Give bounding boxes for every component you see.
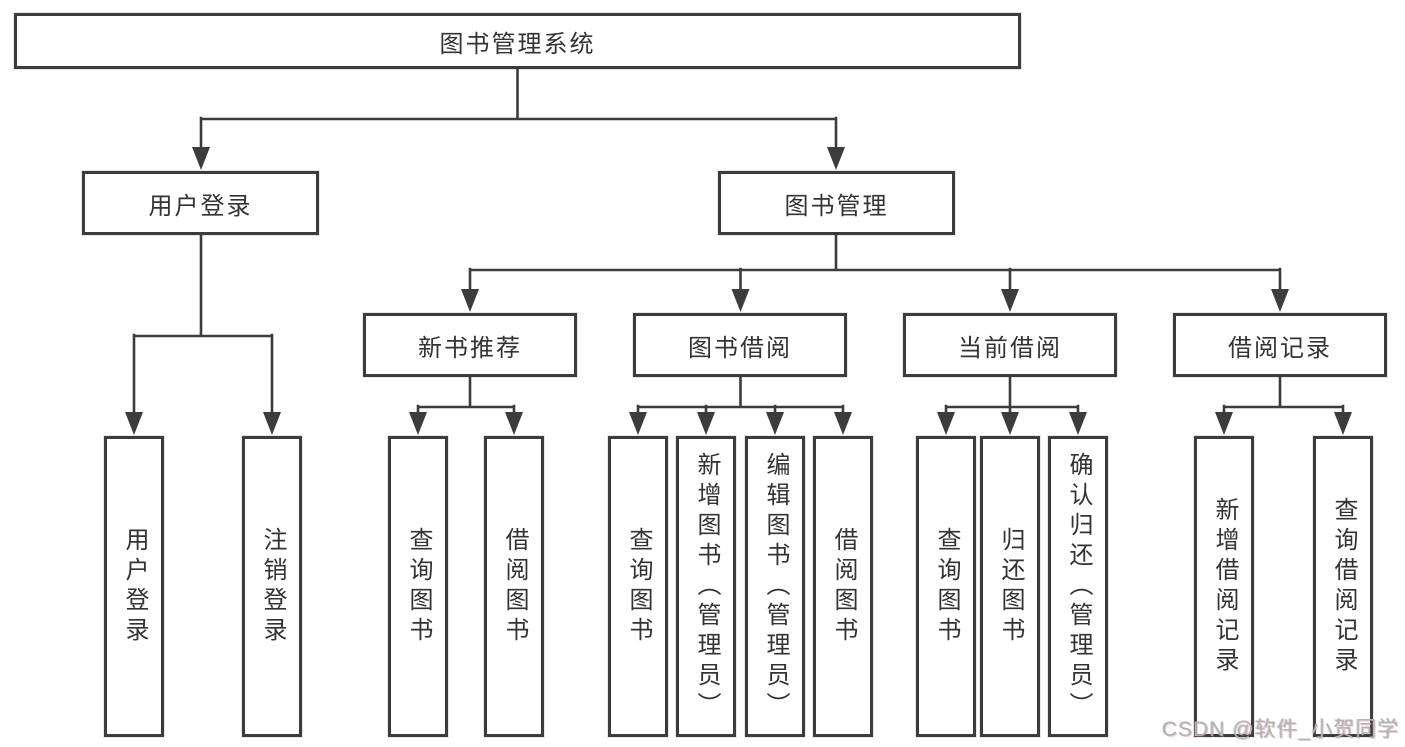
node-new-book-recommendation: 新书推荐 <box>363 313 577 377</box>
leaf-recommend-query-books: 查询图书 <box>388 436 448 737</box>
node-book-management: 图书管理 <box>718 171 955 235</box>
leaf-borrowing-edit-books-admin: 编辑图书（管理员） <box>745 436 805 737</box>
leaf-borrowing-query-books: 查询图书 <box>608 436 668 737</box>
node-user-login: 用户登录 <box>82 171 319 235</box>
node-library-management-system: 图书管理系统 <box>14 13 1021 69</box>
node-current-borrowing-label: 当前借阅 <box>958 334 1062 362</box>
leaf-recommend-borrow-books: 借阅图书 <box>484 436 544 737</box>
arrowheads-down <box>125 147 1352 435</box>
node-borrowing-records-label: 借阅记录 <box>1228 334 1332 362</box>
leaf-records-query-borrow-record: 查询借阅记录 <box>1313 436 1373 737</box>
node-book-management-label: 图书管理 <box>784 192 889 220</box>
leaf-borrowing-borrow-books: 借阅图书 <box>813 436 873 737</box>
csdn-watermark: CSDN @软件_小贺同学 <box>1162 718 1400 741</box>
leaf-records-add-borrow-record: 新增借阅记录 <box>1194 436 1254 737</box>
leaf-current-confirm-return-admin: 确认归还（管理员） <box>1048 436 1108 737</box>
leaf-user-login: 用户登录 <box>104 436 164 737</box>
node-borrowing-records: 借阅记录 <box>1173 313 1387 377</box>
node-book-borrowing-label: 图书借阅 <box>688 334 792 362</box>
leaf-borrowing-add-books-admin: 新增图书（管理员） <box>676 436 736 737</box>
node-new-book-recommendation-label: 新书推荐 <box>418 334 522 362</box>
leaf-current-query-books: 查询图书 <box>916 436 976 737</box>
leaf-logout: 注销登录 <box>242 436 302 737</box>
node-book-borrowing: 图书借阅 <box>633 313 847 377</box>
connector-lines <box>132 67 1345 418</box>
node-current-borrowing: 当前借阅 <box>903 313 1117 377</box>
leaf-current-return-books: 归还图书 <box>980 436 1040 737</box>
node-user-login-label: 用户登录 <box>148 192 253 220</box>
node-root-label: 图书管理系统 <box>439 30 596 58</box>
